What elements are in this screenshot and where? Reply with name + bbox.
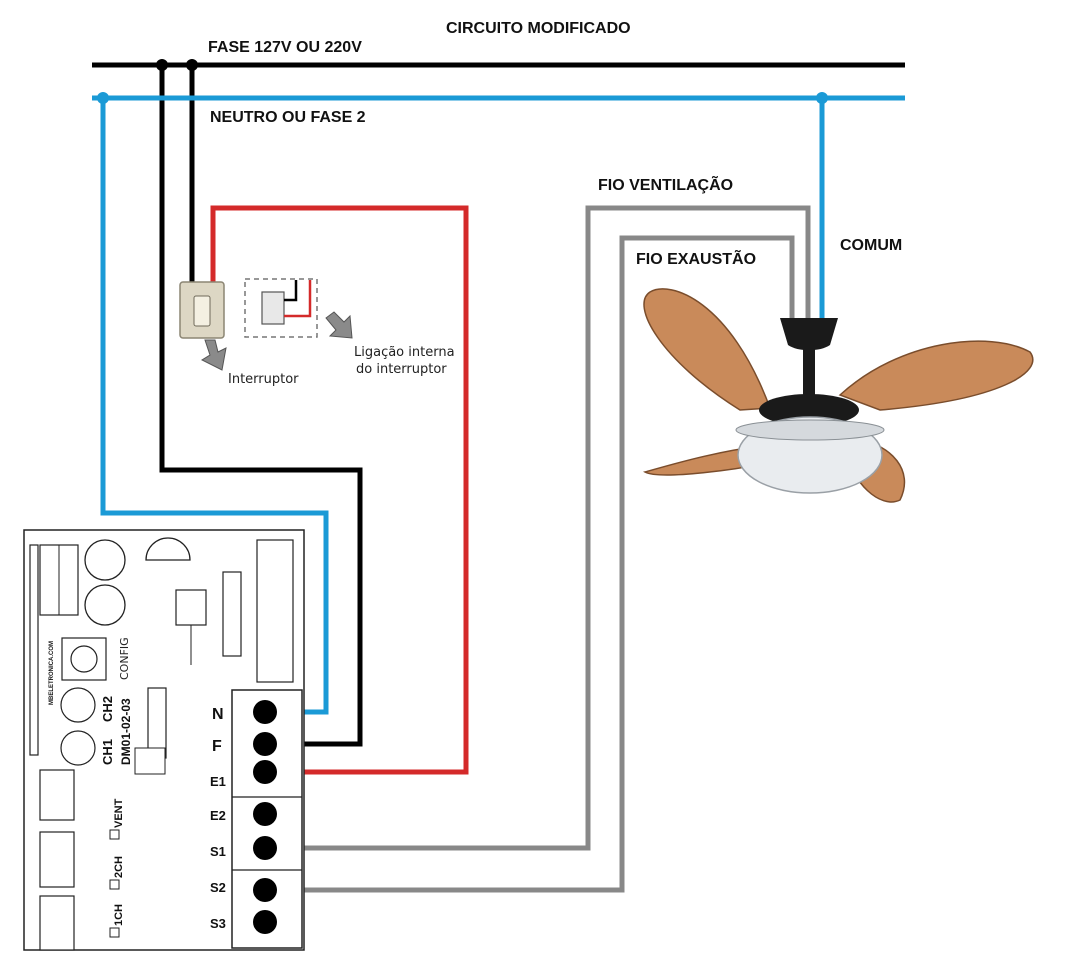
terminal-s2 [253, 878, 277, 902]
terminal-e1 [253, 760, 277, 784]
option-box-vent [109, 829, 120, 840]
terminal-s3 [253, 910, 277, 934]
board-ch2-label: CH2 [100, 696, 115, 722]
phase-to-board-wire [159, 65, 363, 747]
config-button-cap [70, 645, 98, 673]
terminal-f [253, 732, 277, 756]
common-wire-label: COMUM [840, 237, 902, 254]
board-brand-label: MBELETRONICA.COM [49, 641, 55, 705]
neutral-junction-1 [97, 92, 109, 104]
terminal-n [253, 700, 277, 724]
phase-line-label: FASE 127V OU 220V [208, 39, 362, 56]
triac-3 [39, 895, 75, 951]
regulator [175, 589, 207, 626]
switch-internal-black-wire [284, 280, 298, 302]
capacitor-2 [84, 584, 126, 626]
exhaust-wire-label: FIO EXAUSTÃO [636, 248, 756, 268]
fan-canopy [780, 318, 838, 351]
phase-junction-2 [186, 59, 198, 71]
option-box-2ch [109, 879, 120, 890]
ventilation-wire [265, 205, 811, 851]
buzzer [145, 537, 191, 561]
triac-1 [39, 769, 75, 821]
terminal-label-f: F [212, 738, 222, 755]
switch-internal-detail [244, 278, 353, 339]
fan-downrod [803, 348, 815, 398]
diagram-title: CIRCUITO MODIFICADO [446, 20, 631, 37]
terminal-label-s1: S1 [210, 844, 226, 859]
neutral-line-label: NEUTRO OU FASE 2 [210, 109, 366, 126]
switch-internal-label-2: do interruptor [356, 362, 447, 377]
terminal-label-e2: E2 [210, 808, 226, 823]
ch1-button [60, 730, 96, 766]
switch-internal-body [261, 291, 285, 325]
board-config-label: CONFIG [118, 637, 131, 680]
board-strip [29, 544, 39, 756]
switch-return-wire [210, 205, 469, 775]
transformer [256, 539, 294, 683]
board-ch1-label: CH1 [100, 739, 115, 765]
switch-arrow-icon [200, 339, 227, 371]
board-option-vent: VENT [113, 798, 125, 828]
fan-light-rim [735, 419, 885, 441]
switch-label: Interruptor [228, 372, 299, 387]
switch-internal-label-1: Ligação interna [354, 345, 455, 360]
terminal-label-e1: E1 [210, 774, 226, 789]
terminal-e2 [253, 802, 277, 826]
fan-blade-left [643, 288, 772, 411]
exhaust-wire [265, 235, 795, 893]
capacitor-1 [84, 539, 126, 581]
ch2-button [60, 687, 96, 723]
neutral-to-board-wire [100, 98, 329, 715]
wall-switch [179, 281, 227, 371]
terminal-s1 [253, 836, 277, 860]
controller-board [23, 529, 305, 951]
fan-blade-right [838, 340, 1034, 411]
terminal-label-s2: S2 [210, 880, 226, 895]
neutral-junction-2 [816, 92, 828, 104]
switch-internal-red-wire [284, 280, 312, 318]
internal-arrow-icon [325, 311, 353, 339]
switch-rocker [193, 295, 211, 327]
board-option-1ch: 1CH [113, 904, 125, 926]
ventilation-wire-label: FIO VENTILAÇÃO [598, 174, 733, 194]
board-option-2ch: 2CH [113, 856, 125, 878]
phase-junction-1 [156, 59, 168, 71]
fan-motor [759, 394, 859, 426]
board-model-label: DM01-02-03 [119, 698, 133, 765]
terminal-label-n: N [212, 706, 224, 723]
triac-2 [39, 831, 75, 888]
switch-internal-box [244, 278, 318, 338]
ceiling-fan [642, 288, 1034, 503]
resistor [222, 571, 242, 657]
dip-switch [134, 747, 166, 775]
option-box-1ch [109, 927, 120, 938]
terminal-label-s3: S3 [210, 916, 226, 931]
